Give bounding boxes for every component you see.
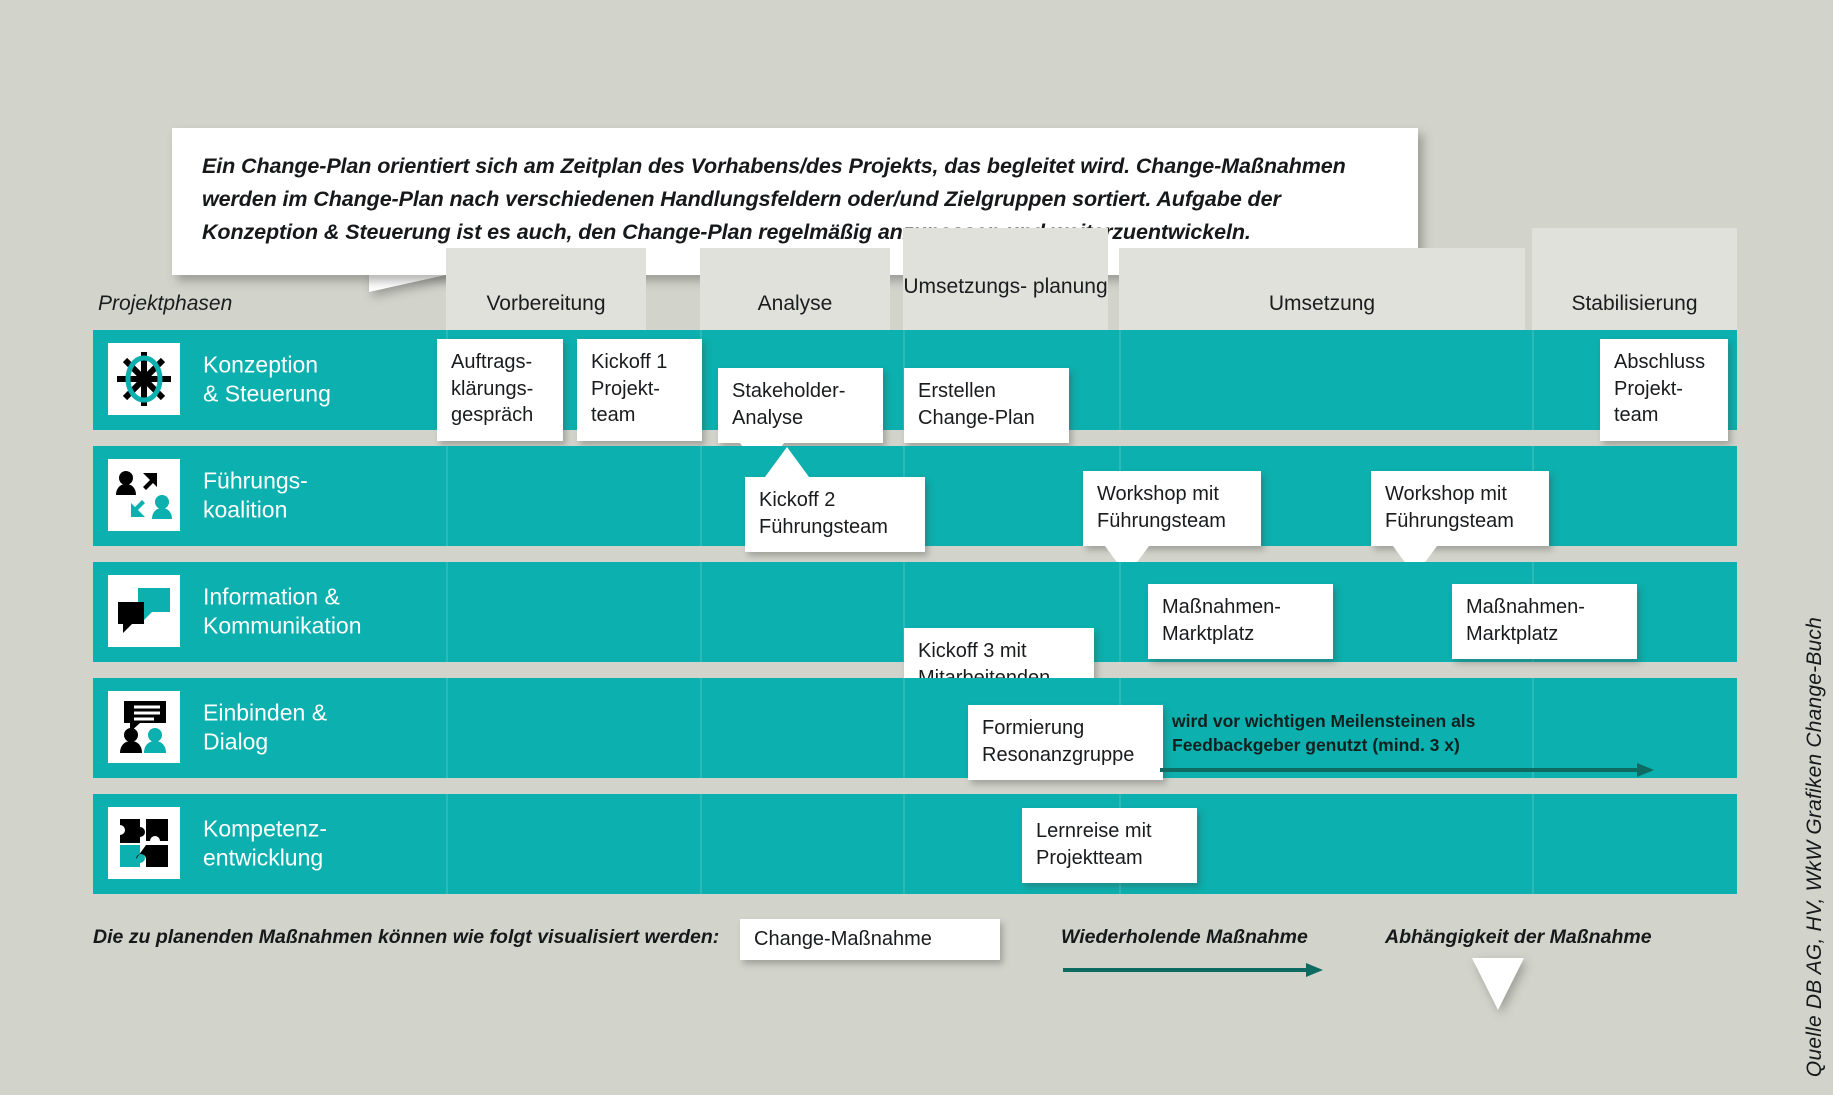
column-separator [1119,330,1121,430]
column-separator [700,446,702,546]
column-separator [903,794,905,894]
callout-text: Ein Change-Plan orientiert sich am Zeitp… [202,154,1346,244]
arrow-shaft [1063,968,1307,972]
phase-header-band: Projektphasen Vorbereitung Analyse Umset… [0,228,1833,338]
phase-label-umsetzung: Umsetzung [1268,292,1376,315]
column-separator [1119,562,1121,662]
arrow-shaft [1160,768,1638,772]
card-workshop-fuehrungsteam-2[interactable]: Workshop mit Führungsteam [1371,471,1549,577]
lane-title-fuehrungskoalition: Führungs- koalition [203,467,308,523]
lane-title-konzeption-steuerung: Konzeption & Steuerung [203,351,331,407]
column-separator [903,562,905,662]
phase-label-projektphasen: Projektphasen [98,292,233,315]
column-separator [700,678,702,778]
ships-wheel-icon [108,343,180,415]
legend-intro-text: Die zu planenden Maßnahmen können wie fo… [93,926,720,948]
legend-dependency-triangle [1472,958,1524,1010]
column-separator [700,562,702,662]
arrow-head [1306,963,1323,977]
legend-repeating-label: Wiederholende Maßnahme [1061,926,1308,948]
phase-column-umsetzung [1119,248,1525,338]
phase-label-stabilisierung: Stabilisierung [1571,292,1698,315]
column-separator [903,678,905,778]
card-massnahmen-marktplatz-2[interactable]: Maßnahmen- Marktplatz [1452,584,1637,660]
column-separator [700,794,702,894]
phase-column-umsetzungsplanung [903,228,1108,338]
phase-column-stabilisierung [1532,228,1737,338]
dialog-people-icon [108,691,180,763]
column-separator [1532,678,1534,778]
repeating-measure-note: wird vor wichtigen Meilensteinen als Fee… [1172,711,1476,755]
column-separator [1532,794,1534,894]
lane-kompetenzentwicklung: Kompetenz- entwicklung [93,794,1737,894]
card-kickoff-1-projektteam[interactable]: Kickoff 1 Projekt- team [577,339,702,441]
card-workshop-fuehrungsteam-1[interactable]: Workshop mit Führungsteam [1083,471,1261,577]
card-abschluss-projektteam[interactable]: Abschluss Projekt- team [1600,339,1728,441]
repeating-measure-arrow [1160,763,1654,777]
arrow-head [1637,763,1654,777]
legend-dependency-label: Abhängigkeit der Maßnahme [1385,926,1652,948]
phase-column-analyse [700,248,890,338]
phase-label-analyse: Analyse [757,292,833,315]
source-credit: Quelle DB AG, HV, WkW Grafiken Change-Bu… [1803,616,1826,1077]
card-auftragsklaerungsgespraech[interactable]: Auftrags- klärungs- gespräch [437,339,563,441]
card-formierung-resonanzgruppe[interactable]: Formierung Resonanzgruppe [968,705,1163,781]
card-erstellen-change-plan[interactable]: Erstellen Change-Plan [904,368,1069,444]
lane-title-information-kommunikation: Information & Kommunikation [203,583,362,639]
legend-change-measure-card: Change-Maßnahme [740,919,1000,960]
column-separator [446,678,448,778]
column-separator [446,446,448,546]
phase-column-vorbereitung [446,248,646,338]
card-massnahmen-marktplatz-1[interactable]: Maßnahmen- Marktplatz [1148,584,1333,660]
intro-callout: Ein Change-Plan orientiert sich am Zeitp… [172,128,1418,275]
puzzle-pieces-icon [108,807,180,879]
leadership-people-icon [108,459,180,531]
lane-title-kompetenzentwicklung: Kompetenz- entwicklung [203,815,328,871]
lane-einbinden-dialog: Einbinden & Dialog [93,678,1737,778]
card-kickoff-2-fuehrungsteam[interactable]: Kickoff 2 Führungsteam [745,446,925,553]
column-separator [1532,330,1534,430]
phase-label-vorbereitung: Vorbereitung [486,292,606,315]
speech-bubbles-icon [108,575,180,647]
phase-label-umsetzungsplanung: Umsetzungs- planung [903,275,1108,298]
lane-title-einbinden-dialog: Einbinden & Dialog [203,699,328,755]
card-lernreise-projektteam[interactable]: Lernreise mit Projektteam [1022,808,1197,884]
legend-repeating-arrow [1063,963,1323,977]
card-stakeholder-analyse[interactable]: Stakeholder- Analyse [718,368,883,474]
column-separator [446,562,448,662]
column-separator [446,794,448,894]
